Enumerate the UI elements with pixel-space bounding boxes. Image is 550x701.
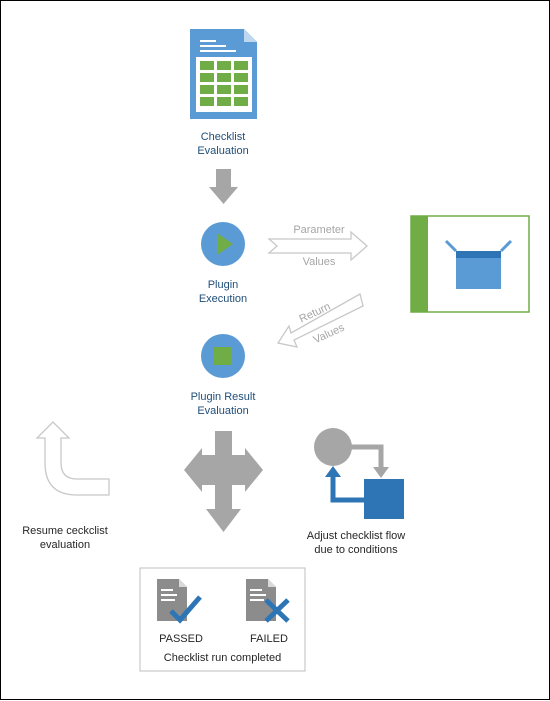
flow-cycle-icon: [314, 428, 404, 519]
box-icon: [410, 215, 530, 313]
plugin-execution-label: Plugin Execution: [173, 278, 273, 306]
play-icon: [201, 222, 245, 266]
parameter-values-label: Values: [279, 255, 359, 269]
parameter-arrow: [267, 230, 368, 262]
plugin-exec-line2: Execution: [198, 293, 248, 305]
checklist-label-line2: Evaluation: [197, 145, 249, 157]
checklist-evaluation-label: Checklist Evaluation: [173, 130, 273, 158]
parameter-label: Parameter: [279, 223, 359, 237]
checklist-label-line1: Checklist: [200, 131, 246, 143]
resume-label: Resume ceckclist evaluation: [15, 524, 115, 552]
failed-label: FAILED: [250, 633, 288, 645]
plugin-result-label: Plugin Result Evaluation: [168, 390, 278, 418]
passed-label: PASSED: [159, 633, 203, 645]
resume-line2: evaluation: [39, 539, 91, 551]
adjust-line2: due to conditions: [314, 544, 398, 556]
parameter-text: Parameter: [293, 224, 345, 236]
parameter-values-text: Values: [302, 256, 336, 268]
completion-caption: Checklist run completed: [163, 652, 282, 664]
spreadsheet-icon: [190, 29, 257, 119]
adjust-flow-label: Adjust checklist flow due to conditions: [291, 529, 421, 557]
plugin-exec-line1: Plugin: [207, 279, 239, 291]
passed-document-icon: [157, 579, 202, 624]
adjust-line1: Adjust checklist flow: [306, 530, 406, 542]
return-arrow: [276, 293, 364, 348]
stop-icon: [201, 334, 245, 378]
resume-line1: Resume ceckclist: [22, 525, 108, 537]
down-arrow: [209, 169, 238, 204]
branch-arrow: [184, 431, 263, 532]
failed-document-icon: [246, 579, 290, 623]
resume-arrow: [35, 421, 110, 496]
plugin-result-line1: Plugin Result: [190, 391, 256, 403]
plugin-result-line2: Evaluation: [197, 405, 249, 417]
